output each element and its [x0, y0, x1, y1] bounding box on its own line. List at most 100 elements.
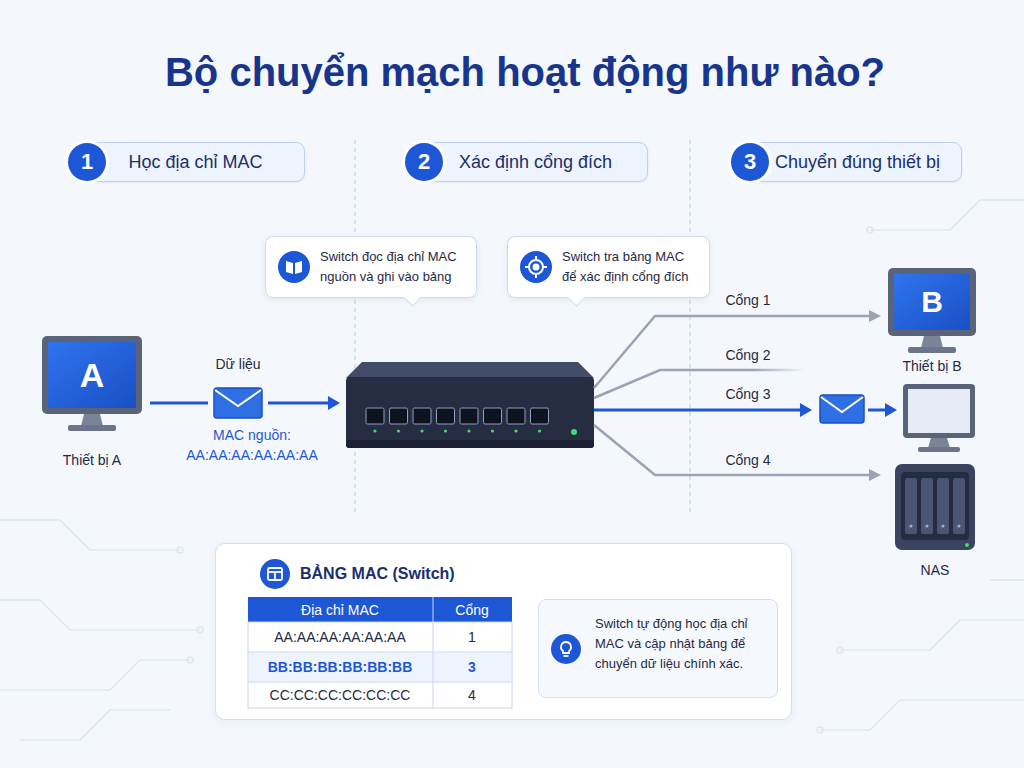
network-switch [366, 408, 384, 424]
data-arrow [150, 402, 208, 405]
page-title: Bộ chuyển mạch hoạt động như nào? [25, 50, 1024, 95]
step-circle: 1 [68, 143, 106, 181]
network-switch [467, 429, 470, 432]
network-switch [346, 440, 594, 448]
nas-icon [909, 524, 912, 527]
nas-icon [891, 462, 979, 554]
table-cell: 1 [468, 629, 476, 645]
step-number: 2 [405, 143, 443, 181]
circuit-decoration [20, 710, 170, 740]
monitor-icon [928, 438, 950, 448]
monitor-icon [48, 342, 136, 408]
monitor-icon [903, 384, 975, 452]
computer-device: AThiết bị A [40, 334, 144, 474]
step-separator [355, 140, 690, 515]
callout-icon [529, 260, 543, 274]
step-label: Xác định cổng đích [459, 142, 612, 182]
arrow-label: Dữ liệu [215, 356, 260, 372]
network-switch [571, 429, 577, 435]
step-number: 3 [731, 143, 769, 181]
device-label: Thiết bị B [862, 358, 1002, 374]
bulb-icon [551, 634, 581, 664]
circuit-decoration [990, 579, 1024, 581]
network-switch [346, 362, 594, 378]
callout-text: Switch tra bảng MAC để xác định cổng đíc… [562, 247, 699, 286]
port-label: Cổng 2 [725, 347, 770, 363]
monitor-icon [903, 384, 975, 438]
table-icon [268, 568, 282, 580]
monitor-icon [894, 274, 970, 330]
callout-icon [535, 274, 537, 278]
port-line [594, 425, 870, 475]
nas-icon [901, 472, 969, 540]
nas-icon [895, 464, 975, 550]
port-label: Cổng 3 [725, 386, 770, 402]
circuit-decoration [197, 627, 203, 633]
port-line [869, 310, 881, 322]
forward-arrow [868, 409, 886, 412]
circuit-decoration [0, 600, 200, 630]
nas-icon [957, 524, 960, 527]
port-line [869, 469, 881, 481]
network-switch [444, 429, 447, 432]
port-label: Cổng 4 [725, 452, 770, 468]
nas-icon [925, 524, 928, 527]
envelope-icon [215, 390, 261, 406]
envelope-icon [820, 395, 864, 423]
callout-icon [286, 261, 302, 274]
circuit-decoration [817, 727, 823, 733]
table-cell: BB:BB:BB:BB:BB:BB [268, 659, 413, 675]
circuit-decoration [0, 520, 180, 550]
monitor-icon [42, 336, 142, 414]
network-switch [420, 429, 423, 432]
network-switch [366, 408, 549, 433]
mac-table-grid [433, 597, 434, 708]
data-arrow [328, 396, 340, 410]
envelope-icon [820, 395, 864, 423]
circuit-decoration [837, 647, 843, 653]
network-switch [397, 429, 400, 432]
forward-arrow [594, 409, 800, 412]
step-number: 1 [68, 143, 106, 181]
step-separator [354, 140, 355, 515]
table-cell: CC:CC:CC:CC:CC:CC [270, 687, 411, 703]
step-pill: 1Học địa chỉ MAC [68, 142, 305, 182]
monitor-icon [921, 336, 943, 348]
mac-table-grid [248, 652, 512, 653]
network-switch [507, 408, 525, 424]
step-pill: 3Chuyển đúng thiết bị [731, 142, 962, 182]
circuit-decoration [0, 660, 190, 690]
nas-icon [905, 478, 917, 534]
monitor-icon [81, 414, 103, 426]
mac-table-grid [249, 653, 511, 682]
network-switch [491, 429, 494, 432]
mac-table-grid [248, 597, 512, 622]
circuit-decoration [870, 200, 1024, 230]
device-label: NAS [891, 562, 979, 578]
callout-icon [535, 256, 537, 260]
network-switch [346, 377, 594, 448]
table-cell: 3 [468, 659, 476, 675]
callout-icon [525, 266, 529, 268]
nas-device: NAS [891, 462, 979, 582]
bulb-icon [551, 634, 581, 664]
envelope-icon [821, 397, 863, 412]
callout-icon [520, 251, 552, 283]
table-cell: 4 [468, 687, 476, 703]
device-label: Thiết bị A [20, 452, 164, 468]
bulb-icon [564, 655, 569, 657]
circuit-decoration [820, 700, 1024, 730]
port-label: Cổng 1 [725, 292, 770, 308]
network-switch [531, 408, 549, 424]
table-cell: AA:AA:AA:AA:AA:AA [274, 629, 406, 645]
bulb-icon [561, 642, 571, 653]
note-box: Switch tự động học địa chỉ MAC và cập nh… [538, 599, 778, 698]
callout-box: Switch tra bảng MAC để xác định cổng đíc… [507, 236, 710, 298]
callout-pointer [567, 288, 585, 306]
network-switch [437, 408, 455, 424]
network-switch [373, 429, 376, 432]
network-switch [460, 408, 478, 424]
nas-icon [891, 462, 979, 554]
